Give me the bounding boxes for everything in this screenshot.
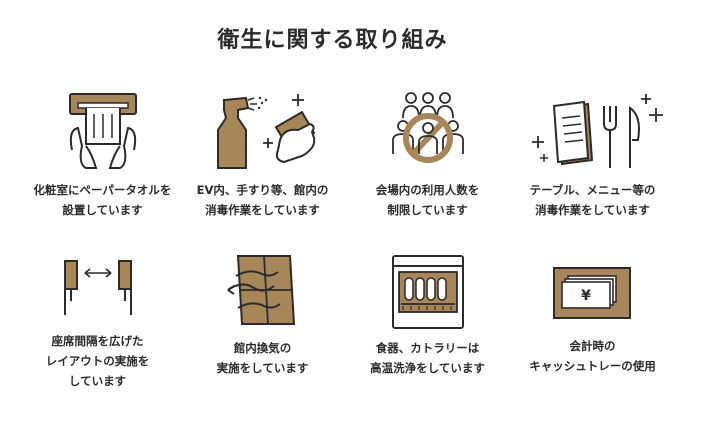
item-disinfect-tables: テーブル、メニュー等の 消毒作業をしています [505, 88, 680, 220]
item-caption: 座席間隔を広げた レイアウトの実施を しています [45, 334, 150, 388]
dishwasher-icon [391, 255, 464, 329]
item-caption: テーブル、メニュー等の 消毒作業をしています [529, 183, 656, 217]
item-caption: 会場内の利用人数を 制限しています [375, 183, 480, 217]
item-cash-tray: ¥ 会計時の キャッシュトレーの使用 [505, 260, 680, 376]
no-crowd-icon [391, 92, 464, 163]
seat-spacing-icon [63, 260, 132, 315]
item-high-temp-washing: 食器、カトラリーは 高温洗浄をしています [340, 250, 515, 378]
item-caption: 食器、カトラリーは 高温洗浄をしています [370, 341, 485, 375]
page-title: 衛生に関する取り組み [217, 28, 448, 53]
item-disinfect-handrails: EV内、手すり等、館内の 消毒作業をしています [175, 88, 350, 220]
item-paper-towel: 化粧室にペーパータオルを 設置しています [15, 88, 190, 220]
item-seat-spacing: 座席間隔を広げた レイアウトの実施を しています [10, 255, 185, 391]
item-caption: 化粧室にペーパータオルを 設置しています [33, 183, 172, 217]
item-caption: 会計時の キャッシュトレーの使用 [529, 339, 656, 373]
paper-towel-icon [68, 93, 137, 169]
menu-cutlery-icon [531, 94, 663, 168]
item-caption: EV内、手すり等、館内の 消毒作業をしています [196, 183, 329, 217]
item-ventilation: 館内換気の 実施をしています [175, 250, 350, 378]
cash-tray-icon: ¥ [552, 267, 631, 319]
spray-wipe-icon [216, 94, 315, 169]
item-caption: 館内換気の 実施をしています [216, 341, 309, 375]
item-limit-people: 会場内の利用人数を 制限しています [340, 88, 515, 220]
ventilation-icon [226, 255, 295, 325]
yen-symbol: ¥ [581, 288, 591, 304]
